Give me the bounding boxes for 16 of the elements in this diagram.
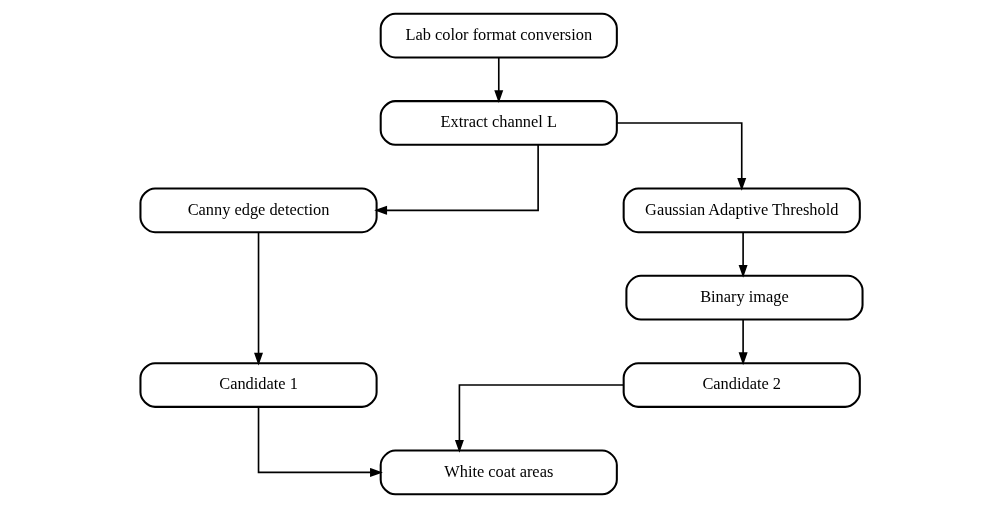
node-box: Lab color format conversion [379,12,618,59]
node-box: Candidate 2 [622,362,861,408]
arrow [257,406,383,477]
arrow [616,122,747,191]
node-box: Binary image [625,274,864,321]
node-box: Canny edge detection [139,187,378,234]
arrow [738,318,748,366]
node-box: Gaussian Adaptive Threshold [622,187,861,234]
arrow [494,56,504,104]
arrow [738,231,748,278]
node-box: Candidate 1 [139,362,378,408]
arrow [454,384,625,453]
node-box: Extract channel L [379,100,618,146]
arrow [254,231,264,366]
node-box: White coat areas [379,449,618,496]
arrow [374,144,539,215]
